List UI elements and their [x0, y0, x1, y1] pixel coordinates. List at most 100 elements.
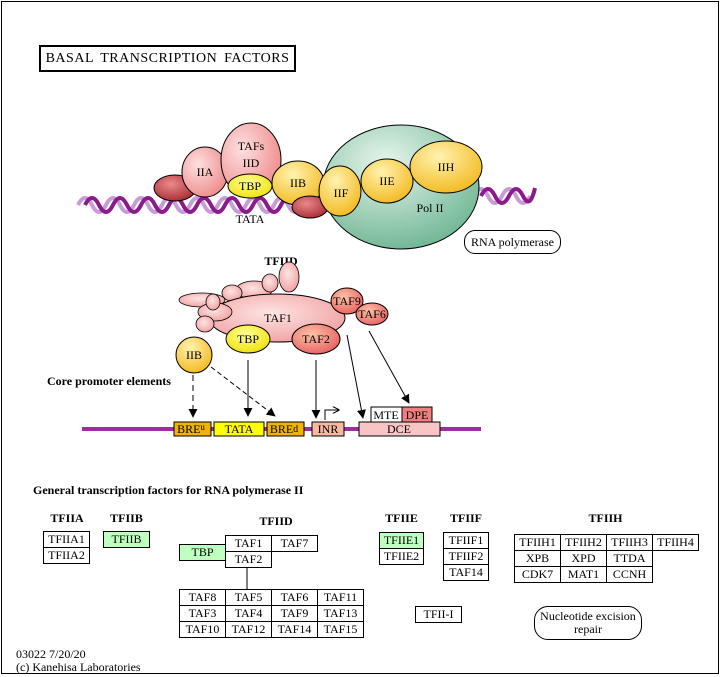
iib-label: IIB — [290, 176, 306, 190]
core-promoter: BREu TATA BREd INR MTE DPE DCE — [82, 406, 481, 437]
iif-factor[interactable] — [318, 165, 362, 217]
gene-tfiif2[interactable]: TFIIF2 — [443, 548, 489, 565]
tbp-label: TBP — [239, 179, 261, 193]
gene-taf2[interactable]: TAF2 — [225, 551, 272, 568]
tfiih-title: TFIIH — [588, 511, 623, 525]
dna-strand-dark — [83, 196, 297, 214]
iib-detail[interactable] — [175, 336, 213, 374]
core-promoter-heading: Core promoter elements — [47, 374, 171, 388]
gtf-heading: General transcription factors for RNA po… — [33, 483, 304, 497]
taf-blob — [205, 293, 221, 311]
tfiib-title: TFIIB — [110, 511, 143, 525]
gene-taf1[interactable]: TAF1 — [225, 535, 272, 552]
dce-element[interactable] — [358, 421, 441, 437]
gene-tfiia1[interactable]: TFIIA1 — [43, 531, 90, 548]
dpe-label: DPE — [406, 408, 429, 422]
gene-xpd[interactable]: XPD — [560, 550, 607, 567]
tbp-detail[interactable] — [225, 324, 271, 354]
arrow-taf9-dce — [346, 334, 366, 419]
taf6-factor[interactable] — [355, 302, 389, 326]
taf-blob — [278, 261, 300, 293]
copyright: (c) Kanehisa Laboratories — [16, 660, 141, 674]
gene-taf6[interactable]: TAF6 — [271, 589, 318, 606]
gene-taf14-tfiif[interactable]: TAF14 — [443, 564, 489, 581]
dce-label: DCE — [387, 422, 411, 436]
taf-blob — [195, 315, 215, 333]
gene-taf12[interactable]: TAF12 — [225, 621, 272, 638]
gene-taf8[interactable]: TAF8 — [179, 589, 226, 606]
taf9-factor[interactable] — [330, 287, 364, 315]
iia-label: IIA — [197, 165, 214, 179]
bre-u-element[interactable] — [173, 421, 212, 437]
taf1-label: TAF1 — [264, 311, 292, 325]
bre-d-element[interactable] — [266, 421, 305, 437]
tss-arrow-icon — [324, 410, 339, 420]
tata-element-label: TATA — [225, 422, 254, 436]
map-id-date: 03022 7/20/20 — [16, 647, 86, 661]
gene-tfiif1[interactable]: TFIIF1 — [443, 532, 489, 549]
iih-label: IIH — [438, 160, 455, 174]
tfiia-title: TFIIA — [50, 511, 84, 525]
arrow-taf6-dpe — [368, 330, 410, 404]
inr-label: INR — [318, 422, 339, 436]
gene-tfiib[interactable]: TFIIB — [103, 531, 150, 548]
tbp-detail-label: TBP — [237, 332, 259, 346]
tfiie-title: TFIIE — [385, 511, 418, 525]
taf6-label: TAF6 — [358, 307, 386, 321]
preinitiation-complex: IIA TAFs IID TBP IIB IIF IIE IIH Pol II … — [153, 122, 483, 250]
inr-element[interactable] — [311, 421, 345, 437]
rna-polymerase-link[interactable]: RNA polymerase — [464, 230, 561, 254]
gene-taf15[interactable]: TAF15 — [317, 621, 364, 638]
gene-taf7[interactable]: TAF7 — [271, 535, 318, 552]
tata-label: TATA — [236, 212, 265, 226]
bre-d-label: BREd — [270, 422, 298, 436]
gene-taf10[interactable]: TAF10 — [179, 621, 226, 638]
gene-taf3[interactable]: TAF3 — [179, 605, 226, 622]
gene-taf11[interactable]: TAF11 — [317, 589, 364, 606]
iie-label: IIE — [379, 174, 394, 188]
iib-detail-label: IIB — [186, 348, 202, 362]
bre-u-label: BREu — [177, 422, 205, 436]
iih-factor[interactable] — [409, 140, 483, 194]
taf2-factor[interactable] — [291, 323, 341, 355]
taf2-label: TAF2 — [302, 332, 330, 346]
gene-mat1[interactable]: MAT1 — [560, 566, 607, 583]
gene-taf5[interactable]: TAF5 — [225, 589, 272, 606]
gene-xpb[interactable]: XPB — [514, 550, 561, 567]
gene-tfiih4[interactable]: TFIIH4 — [652, 534, 699, 551]
gene-taf9[interactable]: TAF9 — [271, 605, 318, 622]
gene-tfiia2[interactable]: TFIIA2 — [43, 547, 90, 564]
gene-ttda[interactable]: TTDA — [606, 550, 653, 567]
dna-helix — [76, 187, 537, 214]
mte-label: MTE — [373, 408, 398, 422]
tata-element[interactable] — [213, 421, 265, 437]
iid-label: IID — [243, 156, 260, 170]
gene-ccnh[interactable]: CCNH — [606, 566, 653, 583]
gene-tfiih1[interactable]: TFIIH1 — [514, 534, 561, 551]
gene-tfiih3[interactable]: TFIIH3 — [606, 534, 653, 551]
tfiid-detail: TFIID TAF1 TAF9 TAF6 TBP TAF2 IIB — [175, 254, 410, 419]
gene-tfiih2[interactable]: TFIIH2 — [560, 534, 607, 551]
iie-factor[interactable] — [360, 158, 414, 204]
gene-tfiie2[interactable]: TFIIE2 — [379, 548, 424, 565]
gene-tfiie1[interactable]: TFIIE1 — [379, 532, 424, 549]
tafs-label: TAFs — [238, 139, 265, 153]
taf-blob — [261, 273, 279, 293]
gene-taf14[interactable]: TAF14 — [271, 621, 318, 638]
gene-taf13[interactable]: TAF13 — [317, 605, 364, 622]
tfiif-title: TFIIF — [449, 511, 482, 525]
gene-tfii-i[interactable]: TFII-I — [415, 606, 462, 623]
footer: 03022 7/20/20 (c) Kanehisa Laboratories — [16, 648, 141, 674]
taf9-label: TAF9 — [333, 294, 361, 308]
gene-cdk7[interactable]: CDK7 — [514, 566, 561, 583]
pol2-label: Pol II — [417, 201, 444, 215]
arrow-iib-bre-d — [210, 366, 276, 417]
gene-tbp[interactable]: TBP — [179, 544, 226, 561]
tfiid-title: TFIID — [259, 514, 293, 528]
pathway-title: BASAL TRANSCRIPTION FACTORS — [39, 45, 296, 72]
gene-taf4[interactable]: TAF4 — [225, 605, 272, 622]
